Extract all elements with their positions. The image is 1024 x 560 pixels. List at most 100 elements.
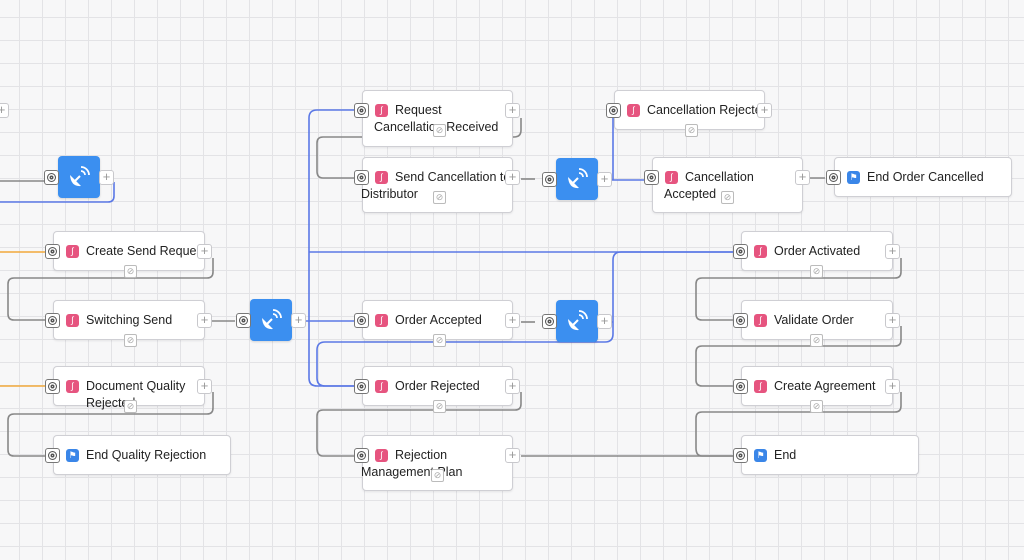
script-task-icon: ∫ (375, 171, 388, 184)
plus-icon[interactable]: + (885, 244, 900, 259)
plus-icon[interactable]: + (597, 172, 612, 187)
plus-icon[interactable]: + (505, 170, 520, 185)
node-label: Order Activated (774, 244, 861, 258)
plus-icon[interactable]: + (197, 244, 212, 259)
script-task-icon: ∫ (375, 314, 388, 327)
satellite-dish-icon (70, 166, 90, 187)
satellite-dish-icon (568, 168, 588, 189)
node-label: Document Quality Rejected (86, 379, 186, 410)
disabled-icon[interactable]: ⊘ (433, 191, 446, 204)
script-task-icon: ∫ (375, 449, 388, 462)
target-icon[interactable] (354, 170, 369, 185)
target-icon[interactable] (354, 448, 369, 463)
edge-request-to-send (316, 118, 522, 179)
target-icon[interactable] (542, 314, 557, 329)
disabled-icon[interactable]: ⊘ (124, 265, 137, 278)
edge-rejected-to-plan (316, 392, 522, 457)
plus-icon[interactable]: + (757, 103, 772, 118)
target-icon[interactable] (354, 379, 369, 394)
disabled-icon[interactable]: ⊘ (124, 334, 137, 347)
node-cancellation-rejected[interactable]: ∫ Cancellation Rejected + ⊘ (606, 90, 772, 137)
disabled-icon[interactable]: ⊘ (721, 191, 734, 204)
plus-icon[interactable]: + (99, 170, 114, 185)
target-icon[interactable] (354, 313, 369, 328)
end-flag-icon: ⚑ (66, 449, 79, 462)
script-task-icon: ∫ (754, 314, 767, 327)
node-send-cancellation-distributor[interactable]: ∫ Send Cancellation to Distributor + ⊘ (354, 157, 520, 213)
node-rejection-management-plan[interactable]: ∫ Rejection Management Plan + ⊘ (354, 435, 520, 491)
node-order-accepted[interactable]: ∫ Order Accepted + ⊘ (354, 300, 520, 347)
edge-doc-to-endquality (7, 392, 214, 457)
disabled-icon[interactable]: ⊘ (810, 400, 823, 413)
plus-icon[interactable]: + (885, 379, 900, 394)
node-label: Create Send Request (86, 244, 198, 258)
plus-icon[interactable]: + (597, 314, 612, 329)
script-task-icon: ∫ (66, 245, 79, 258)
target-icon[interactable] (733, 379, 748, 394)
node-label: Cancellation Accepted (664, 170, 754, 201)
node-order-rejected[interactable]: ∫ Order Rejected + ⊘ (354, 366, 520, 413)
edge-create-to-switching (7, 258, 214, 321)
plus-icon[interactable]: + (505, 448, 520, 463)
plus-icon[interactable]: + (291, 313, 306, 328)
target-icon[interactable] (45, 313, 60, 328)
target-icon[interactable] (45, 379, 60, 394)
node-document-quality-rejected[interactable]: ∫ Document Quality Rejected + ⊘ (45, 366, 212, 413)
node-cancellation-accepted[interactable]: ∫ Cancellation Accepted + ⊘ (644, 157, 810, 213)
node-order-activated[interactable]: ∫ Order Activated + ⊘ (733, 231, 900, 278)
disabled-icon[interactable]: ⊘ (124, 400, 137, 413)
node-label: Cancellation Rejected (647, 103, 758, 117)
target-icon[interactable] (606, 103, 621, 118)
target-icon[interactable] (733, 313, 748, 328)
node-create-send-request[interactable]: ∫ Create Send Request + ⊘ (45, 231, 212, 278)
satellite-dish-icon (568, 310, 588, 331)
node-switching-send[interactable]: ∫ Switching Send + ⊘ (45, 300, 212, 347)
node-validate-order[interactable]: ∫ Validate Order + ⊘ (733, 300, 900, 347)
disabled-icon[interactable]: ⊘ (685, 124, 698, 137)
target-icon[interactable] (45, 244, 60, 259)
plus-icon[interactable]: + (197, 313, 212, 328)
node-label: Rejection Management Plan (361, 448, 463, 479)
plus-icon[interactable]: + (795, 170, 810, 185)
target-icon[interactable] (733, 244, 748, 259)
disabled-icon[interactable]: ⊘ (433, 124, 446, 137)
node-end-quality-rejection[interactable]: ⚑ End Quality Rejection (45, 435, 231, 475)
target-icon[interactable] (45, 448, 60, 463)
node-label: Validate Order (774, 313, 854, 327)
target-icon[interactable] (826, 170, 841, 185)
gateway-left[interactable]: + (44, 156, 114, 198)
offscreen-node-add-button[interactable]: + (0, 103, 9, 118)
node-end[interactable]: ⚑ End (733, 435, 919, 475)
disabled-icon[interactable]: ⊘ (433, 334, 446, 347)
plus-icon[interactable]: + (505, 103, 520, 118)
script-task-icon: ∫ (375, 104, 388, 117)
gateway-main[interactable]: + (236, 299, 306, 341)
edge-agreement-to-end (695, 392, 902, 457)
target-icon[interactable] (44, 170, 59, 185)
target-icon[interactable] (354, 103, 369, 118)
node-label: End Quality Rejection (86, 448, 207, 462)
disabled-icon[interactable]: ⊘ (433, 400, 446, 413)
disabled-icon[interactable]: ⊘ (431, 469, 444, 482)
disabled-icon[interactable]: ⊘ (810, 265, 823, 278)
node-create-agreement[interactable]: ∫ Create Agreement + ⊘ (733, 366, 900, 413)
target-icon[interactable] (236, 313, 251, 328)
disabled-icon[interactable]: ⊘ (810, 334, 823, 347)
plus-icon[interactable]: + (197, 379, 212, 394)
plus-icon[interactable]: + (505, 379, 520, 394)
script-task-icon: ∫ (665, 171, 678, 184)
plus-icon[interactable]: + (885, 313, 900, 328)
satellite-dish-icon (262, 309, 282, 330)
node-label: Send Cancellation to Distributor (361, 170, 511, 201)
node-request-cancellation-received[interactable]: ∫ Request Cancellation Received + ⊘ (354, 90, 520, 147)
node-end-order-cancelled[interactable]: ⚑ End Order Cancelled (826, 157, 1012, 197)
gateway-cancellation[interactable]: + (542, 158, 612, 200)
gateway-order[interactable]: + (542, 300, 612, 342)
end-flag-icon: ⚑ (847, 171, 860, 184)
edge-main-gateway-branches (304, 109, 735, 387)
plus-icon[interactable]: + (505, 313, 520, 328)
node-label: End Order Cancelled (867, 170, 984, 184)
target-icon[interactable] (733, 448, 748, 463)
target-icon[interactable] (542, 172, 557, 187)
target-icon[interactable] (644, 170, 659, 185)
